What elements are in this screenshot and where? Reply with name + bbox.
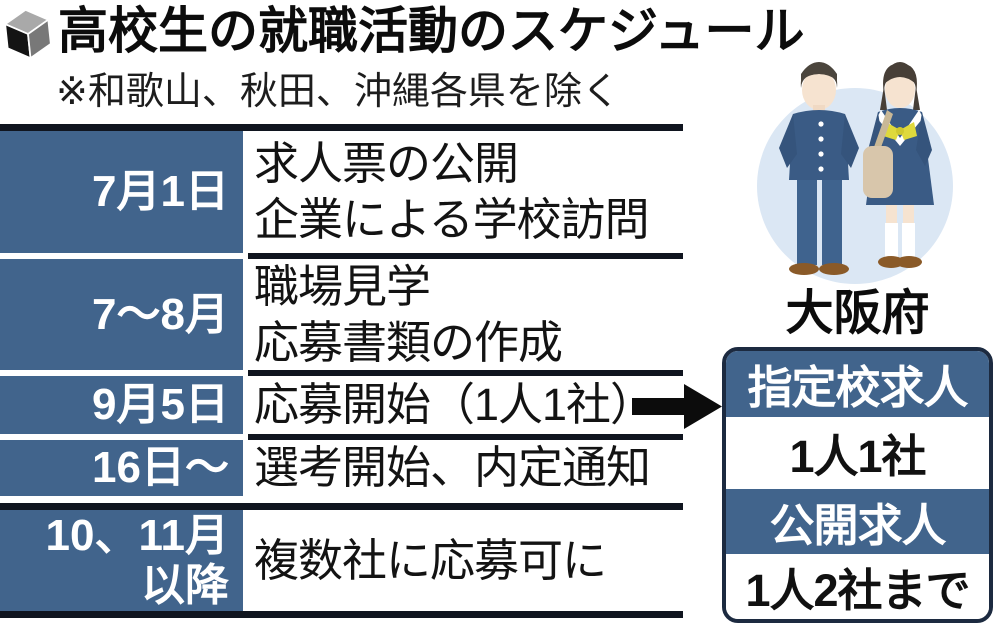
schedule-item: 職場見学 [254,260,431,312]
cube-icon [2,6,54,62]
schedule-content-jul-aug: 職場見学 応募書類の作成 [248,259,683,370]
schedule-date-jul1: 7月1日 [0,131,243,253]
schedule-content-oct-nov: 複数社に応募可に [248,510,683,611]
open-recruit-value: 1人2社まで [726,554,989,619]
table-top-line [0,124,683,131]
osaka-recruit-box: 指定校求人 1人1社 公開求人 1人2社まで [722,347,993,623]
row-separator [248,370,683,376]
header: 高校生の就職活動のスケジュール [2,0,805,62]
open-recruit-header: 公開求人 [726,489,989,554]
schedule-date-jul-aug: 7～8月 [0,259,243,370]
students-illustration [735,50,965,290]
schedule-item: 求人票の公開 [254,138,519,189]
date-text: 9月5日 [92,380,229,429]
schedule-item: 応募開始（1人1社） [254,379,655,430]
schedule-date-from16: 16日～ [0,440,243,496]
osaka-label: 大阪府 [785,287,930,340]
schedule-item: 応募書類の作成 [254,316,563,368]
schedule-content-from16: 選考開始、内定通知 [248,440,683,496]
boy-student [779,62,859,275]
schedule-date-oct-nov: 10、11月 以降 [0,510,243,611]
table-bottom-line [0,611,683,618]
designated-school-recruit-header: 指定校求人 [726,351,989,417]
schedule-content-sep5: 応募開始（1人1社） [248,376,683,434]
schedule-date-sep5: 9月5日 [0,376,243,434]
arrow-right-icon [632,384,722,429]
schedule-item: 複数社に応募可に [254,534,607,586]
schedule-content-jul1: 求人票の公開 企業による学校訪問 [248,131,683,253]
schedule-item: 企業による学校訪問 [254,194,650,245]
row-separator [248,253,683,259]
row-separator [248,434,683,440]
page-title: 高校生の就職活動のスケジュール [58,3,805,59]
designated-school-recruit-value: 1人1社 [726,416,989,489]
date-text: 以降 [141,560,229,610]
row-separator [0,503,683,510]
date-text: 7～8月 [92,289,229,339]
date-text: 16日～ [92,443,229,492]
girl-student [863,62,934,268]
schedule-item: 選考開始、内定通知 [254,442,651,493]
exclusion-note: ※和歌山、秋田、沖縄各県を除く [56,71,620,113]
date-text: 10、11月 [45,510,229,560]
date-text: 7月1日 [92,167,229,216]
